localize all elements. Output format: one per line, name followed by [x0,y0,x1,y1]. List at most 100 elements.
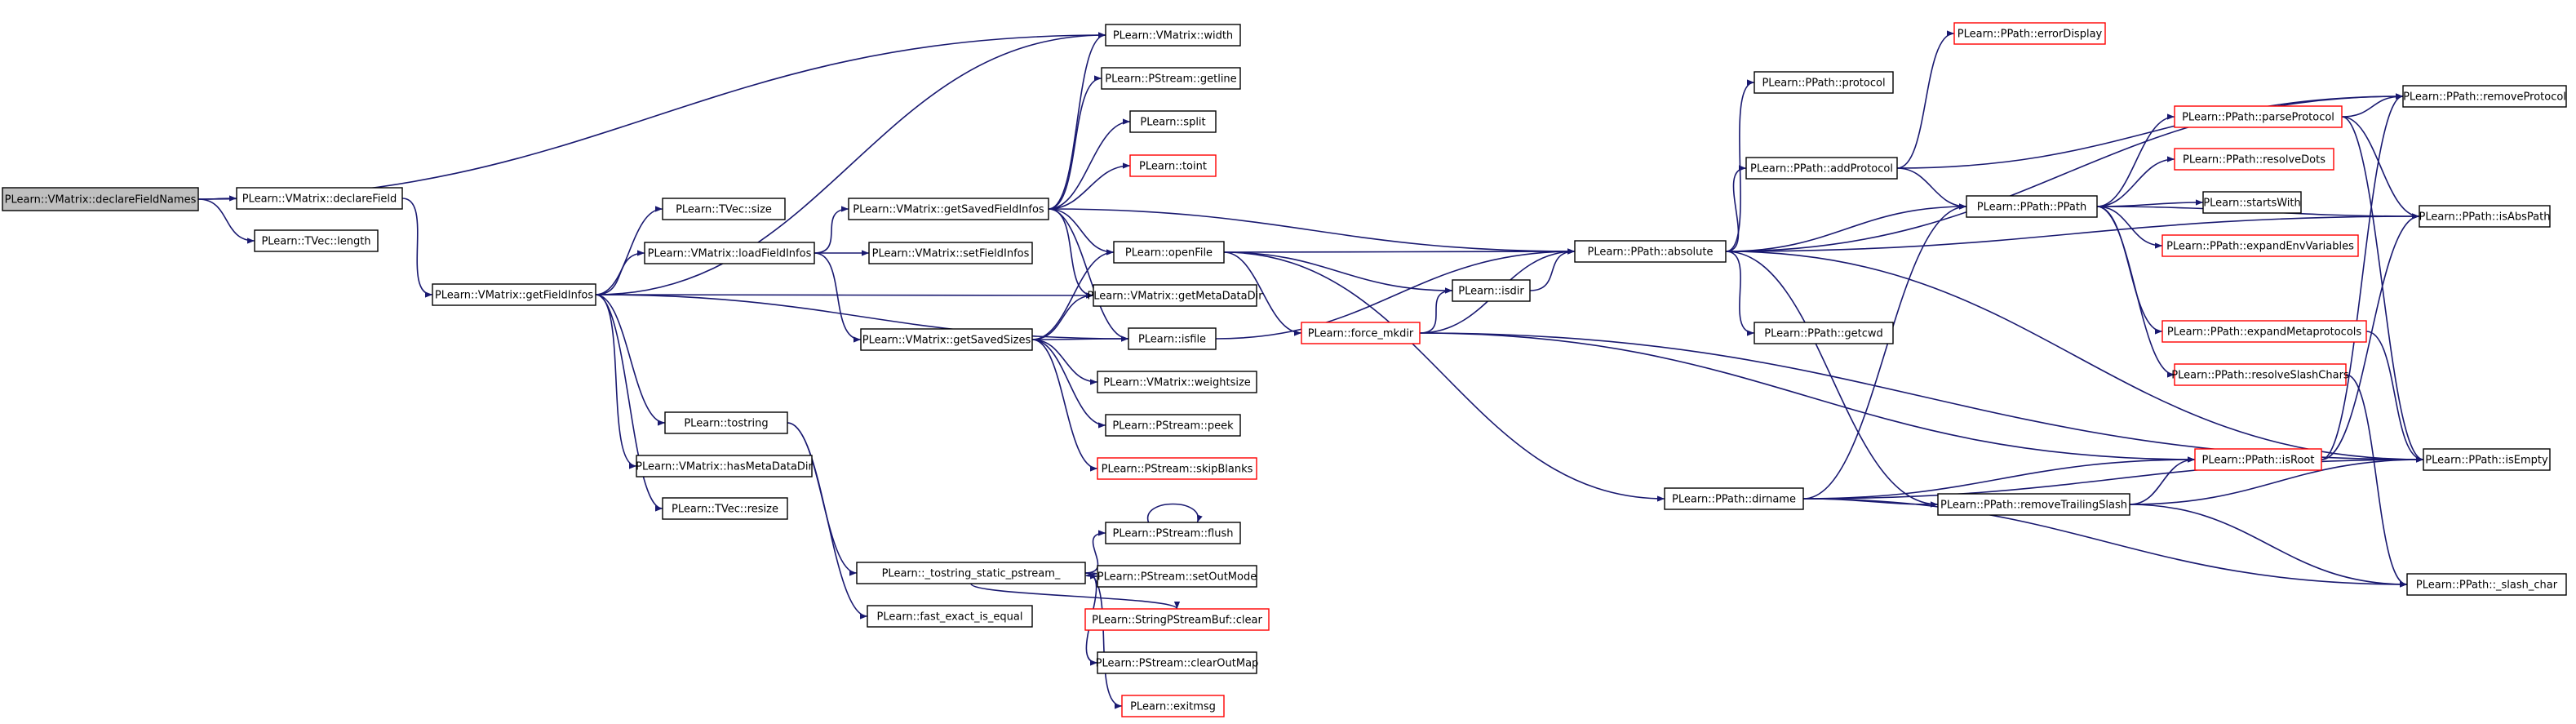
node-is-root[interactable]: PLearn::PPath::isRoot [2194,448,2322,471]
node-box[interactable] [848,198,1049,220]
node-box[interactable] [1937,493,2130,516]
node-get-saved-sizes[interactable]: PLearn::VMatrix::getSavedSizes [860,328,1033,351]
node-resolve-dots[interactable]: PLearn::PPath::resolveDots [2174,148,2334,171]
node-box[interactable] [1574,240,1727,263]
node-box[interactable] [432,283,596,306]
node-dirname[interactable]: PLearn::PPath::dirname [1664,487,1804,510]
node-box[interactable] [2174,105,2343,128]
node-get-saved-field-infos[interactable]: PLearn::VMatrix::getSavedFieldInfos [848,198,1049,220]
node-box[interactable] [2174,148,2334,171]
node-length[interactable]: PLearn::TVec::length [254,229,379,252]
node-is-empty[interactable]: PLearn::PPath::isEmpty [2423,448,2551,471]
node-box[interactable] [1097,457,1257,480]
node-split[interactable]: PLearn::split [1129,110,1217,133]
node-box[interactable] [1128,327,1217,350]
node-weightsize[interactable]: PLearn::VMatrix::weightsize [1097,371,1257,393]
node-force-mkdir[interactable]: PLearn::force_mkdir [1301,322,1421,344]
node-box[interactable] [1953,22,2106,45]
node-box[interactable] [1105,414,1241,437]
node-slash-char[interactable]: PLearn::PPath::_slash_char [2406,573,2567,596]
node-box[interactable] [1754,322,1894,344]
node-box[interactable] [662,497,788,520]
node-get-meta-data-dir[interactable]: PLearn::VMatrix::getMetaDataDir [1087,284,1263,307]
node-get-field-infos[interactable]: PLearn::VMatrix::getFieldInfos [432,283,596,306]
node-exitmsg[interactable]: PLearn::exitmsg [1121,695,1225,717]
node-box[interactable] [856,562,1086,584]
node-resize[interactable]: PLearn::TVec::resize [662,497,788,520]
node-box[interactable] [1097,651,1257,674]
node-box[interactable] [1129,154,1217,177]
node-sb-clear[interactable]: PLearn::StringPStreamBuf::clear [1084,608,1270,631]
node-declare-field-names[interactable]: PLearn::VMatrix::declareFieldNames [2,187,199,211]
node-remove-trailing-slash[interactable]: PLearn::PPath::removeTrailingSlash [1937,493,2130,516]
node-flush[interactable]: PLearn::PStream::flush [1105,522,1241,544]
node-declare-field[interactable]: PLearn::VMatrix::declareField [236,187,403,210]
node-box[interactable] [254,229,379,252]
node-box[interactable] [1754,71,1894,94]
node-tostring-static[interactable]: PLearn::_tostring_static_pstream_ [856,562,1086,584]
node-tostring[interactable]: PLearn::tostring [664,411,788,434]
node-box[interactable] [867,605,1033,628]
node-box[interactable] [2174,363,2347,386]
node-toint[interactable]: PLearn::toint [1129,154,1217,177]
node-box[interactable] [2423,448,2551,471]
node-box[interactable] [1745,157,1898,180]
node-resolve-slash-chars[interactable]: PLearn::PPath::resolveSlashChars [2171,363,2349,386]
node-protocol[interactable]: PLearn::PPath::protocol [1754,71,1894,94]
node-box[interactable] [236,187,403,210]
node-load-field-infos[interactable]: PLearn::VMatrix::loadFieldInfos [644,242,815,264]
node-getline[interactable]: PLearn::PStream::getline [1101,67,1241,90]
node-peek[interactable]: PLearn::PStream::peek [1105,414,1241,437]
node-box[interactable] [1129,110,1217,133]
node-isdir[interactable]: PLearn::isdir [1452,279,1531,302]
node-tvec-size[interactable]: PLearn::TVec::size [662,198,786,220]
node-set-field-infos[interactable]: PLearn::VMatrix::setFieldInfos [868,242,1033,264]
node-starts-with[interactable]: PLearn::startsWith [2202,191,2302,214]
node-box[interactable] [636,455,813,477]
node-has-meta-data-dir[interactable]: PLearn::VMatrix::hasMetaDataDir [636,455,814,477]
node-box[interactable] [1097,371,1257,393]
node-box[interactable] [1966,195,2098,218]
node-getcwd[interactable]: PLearn::PPath::getcwd [1754,322,1894,344]
node-set-out-mode[interactable]: PLearn::PStream::setOutMode [1097,565,1257,588]
node-width[interactable]: PLearn::VMatrix::width [1105,24,1241,47]
node-box[interactable] [2194,448,2322,471]
node-is-abs-path[interactable]: PLearn::PPath::isAbsPath [2419,205,2551,228]
node-box[interactable] [1101,67,1241,90]
node-box[interactable] [1097,565,1257,588]
node-box[interactable] [664,411,788,434]
node-ppath[interactable]: PLearn::PPath::PPath [1966,195,2098,218]
node-open-file[interactable]: PLearn::openFile [1113,241,1225,264]
node-fast-exact[interactable]: PLearn::fast_exact_is_equal [867,605,1033,628]
node-expand-env-variables[interactable]: PLearn::PPath::expandEnvVariables [2161,234,2359,257]
node-box[interactable] [868,242,1033,264]
node-skip-blanks[interactable]: PLearn::PStream::skipBlanks [1097,457,1257,480]
node-box[interactable] [1452,279,1531,302]
node-remove-protocol[interactable]: PLearn::PPath::removeProtocol [2402,85,2567,108]
node-parse-protocol[interactable]: PLearn::PPath::parseProtocol [2174,105,2343,128]
node-box[interactable] [1084,608,1270,631]
node-box[interactable] [1105,24,1241,47]
node-box[interactable] [1105,522,1241,544]
node-box[interactable] [2202,191,2302,214]
node-box[interactable] [1093,284,1257,307]
node-box[interactable] [2161,320,2367,343]
node-clear-out-map[interactable]: PLearn::PStream::clearOutMap [1096,651,1259,674]
node-box[interactable] [2402,85,2567,108]
node-isfile[interactable]: PLearn::isfile [1128,327,1217,350]
node-box[interactable] [860,328,1033,351]
node-box[interactable] [1664,487,1804,510]
node-error-display[interactable]: PLearn::PPath::errorDisplay [1953,22,2106,45]
node-absolute[interactable]: PLearn::PPath::absolute [1574,240,1727,263]
node-box[interactable] [1113,241,1225,264]
node-add-protocol[interactable]: PLearn::PPath::addProtocol [1745,157,1898,180]
node-box[interactable] [644,242,815,264]
node-box[interactable] [2406,573,2567,596]
node-box[interactable] [662,198,786,220]
node-box[interactable] [2,187,199,211]
node-box[interactable] [1301,322,1421,344]
node-expand-metaprotocols[interactable]: PLearn::PPath::expandMetaprotocols [2161,320,2367,343]
node-box[interactable] [2419,205,2551,228]
node-box[interactable] [1121,695,1225,717]
node-box[interactable] [2161,234,2359,257]
